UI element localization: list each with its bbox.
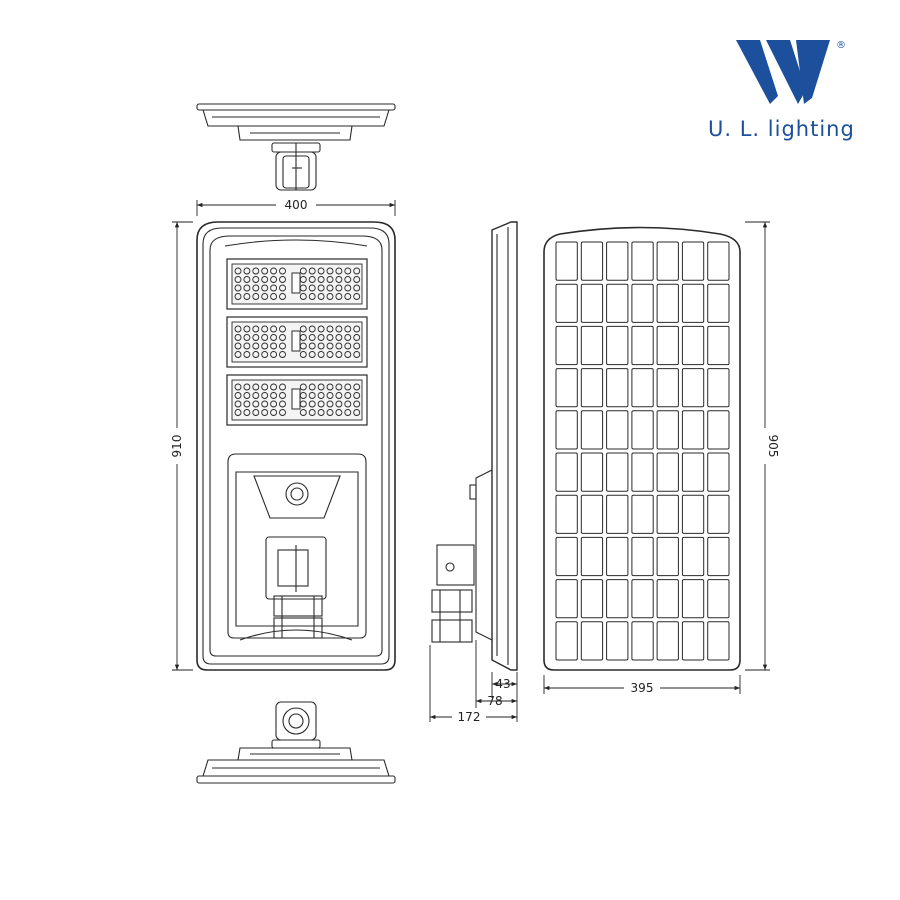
solar-cell (656, 283, 679, 323)
solar-cell (606, 241, 629, 281)
solar-cell (580, 241, 604, 281)
solar-cell (580, 368, 604, 408)
solar-cell (555, 325, 578, 366)
solar-cell (631, 241, 654, 281)
front-view (196, 221, 396, 671)
solar-cell (631, 452, 654, 492)
solar-cell (656, 494, 679, 534)
solar-cell (631, 621, 654, 661)
side-view (431, 221, 518, 671)
dim-panel-height: 905 (766, 435, 780, 458)
solar-cell (606, 494, 629, 534)
solar-cell (656, 410, 679, 450)
solar-cell (631, 494, 654, 534)
solar-cell (631, 536, 654, 577)
solar-cell (555, 283, 578, 323)
dim-panel-width: 395 (631, 681, 654, 695)
solar-cell (555, 410, 578, 450)
solar-cell (707, 536, 730, 577)
solar-cell (656, 325, 679, 366)
solar-cell (656, 452, 679, 492)
solar-cell (707, 325, 730, 366)
solar-cell (681, 536, 705, 577)
dim-side-172: 172 (458, 710, 481, 724)
solar-cell (681, 621, 705, 661)
solar-cell (606, 368, 629, 408)
led-module-group (226, 258, 368, 426)
solar-cell (656, 536, 679, 577)
solar-cell (606, 536, 629, 577)
solar-cell (631, 325, 654, 366)
solar-cell (707, 410, 730, 450)
solar-cell (606, 410, 629, 450)
solar-cell (681, 368, 705, 408)
solar-cell (707, 283, 730, 323)
rear-bracket-housing (227, 453, 367, 641)
solar-cell (681, 452, 705, 492)
bottom-view (196, 701, 396, 784)
dim-side-43: 43 (495, 677, 510, 691)
dim-front-height: 910 (170, 435, 184, 458)
dimension-labels: 400 910 905 395 43 78 172 (170, 198, 780, 724)
solar-cell (580, 621, 604, 661)
solar-cell (656, 621, 679, 661)
solar-cell (707, 452, 730, 492)
logo-w-mark (736, 40, 830, 104)
led-module (226, 316, 368, 368)
solar-cell (580, 494, 604, 534)
dim-side-78: 78 (487, 694, 502, 708)
led-module (226, 374, 368, 426)
brand-name: U. L. lighting (708, 117, 855, 141)
solar-cell (631, 410, 654, 450)
brand-logo: ® U. L. lighting (708, 40, 855, 141)
solar-cell (555, 452, 578, 492)
solar-cell (606, 283, 629, 323)
solar-cell (656, 241, 679, 281)
solar-cell (707, 241, 730, 281)
solar-cell (707, 494, 730, 534)
solar-cell (631, 579, 654, 619)
solar-panel-view (543, 226, 741, 671)
solar-cell (656, 579, 679, 619)
dim-front-width: 400 (285, 198, 308, 212)
solar-cell (707, 621, 730, 661)
solar-cell (555, 536, 578, 577)
solar-cell (606, 325, 629, 366)
solar-cell (681, 579, 705, 619)
solar-cell (580, 579, 604, 619)
dimension-lines (172, 200, 770, 722)
solar-cell (707, 579, 730, 619)
solar-cell (681, 494, 705, 534)
solar-cell (631, 283, 654, 323)
solar-cell (555, 368, 578, 408)
solar-cell (555, 621, 578, 661)
solar-cell (656, 368, 679, 408)
solar-cell (681, 283, 705, 323)
solar-cell (580, 325, 604, 366)
solar-cell (707, 368, 730, 408)
solar-cell (606, 452, 629, 492)
solar-cell (580, 410, 604, 450)
solar-cell (681, 241, 705, 281)
solar-cell (555, 579, 578, 619)
top-view (196, 103, 396, 191)
solar-cell (606, 621, 629, 661)
registered-mark: ® (836, 40, 846, 51)
solar-cell (580, 452, 604, 492)
solar-cell (631, 368, 654, 408)
solar-cell (606, 579, 629, 619)
led-module (226, 258, 368, 310)
solar-cell (580, 536, 604, 577)
solar-cell (580, 283, 604, 323)
solar-cell-grid (555, 241, 730, 661)
solar-cell (681, 325, 705, 366)
solar-cell (555, 241, 578, 281)
solar-cell (555, 494, 578, 534)
solar-cell (681, 410, 705, 450)
